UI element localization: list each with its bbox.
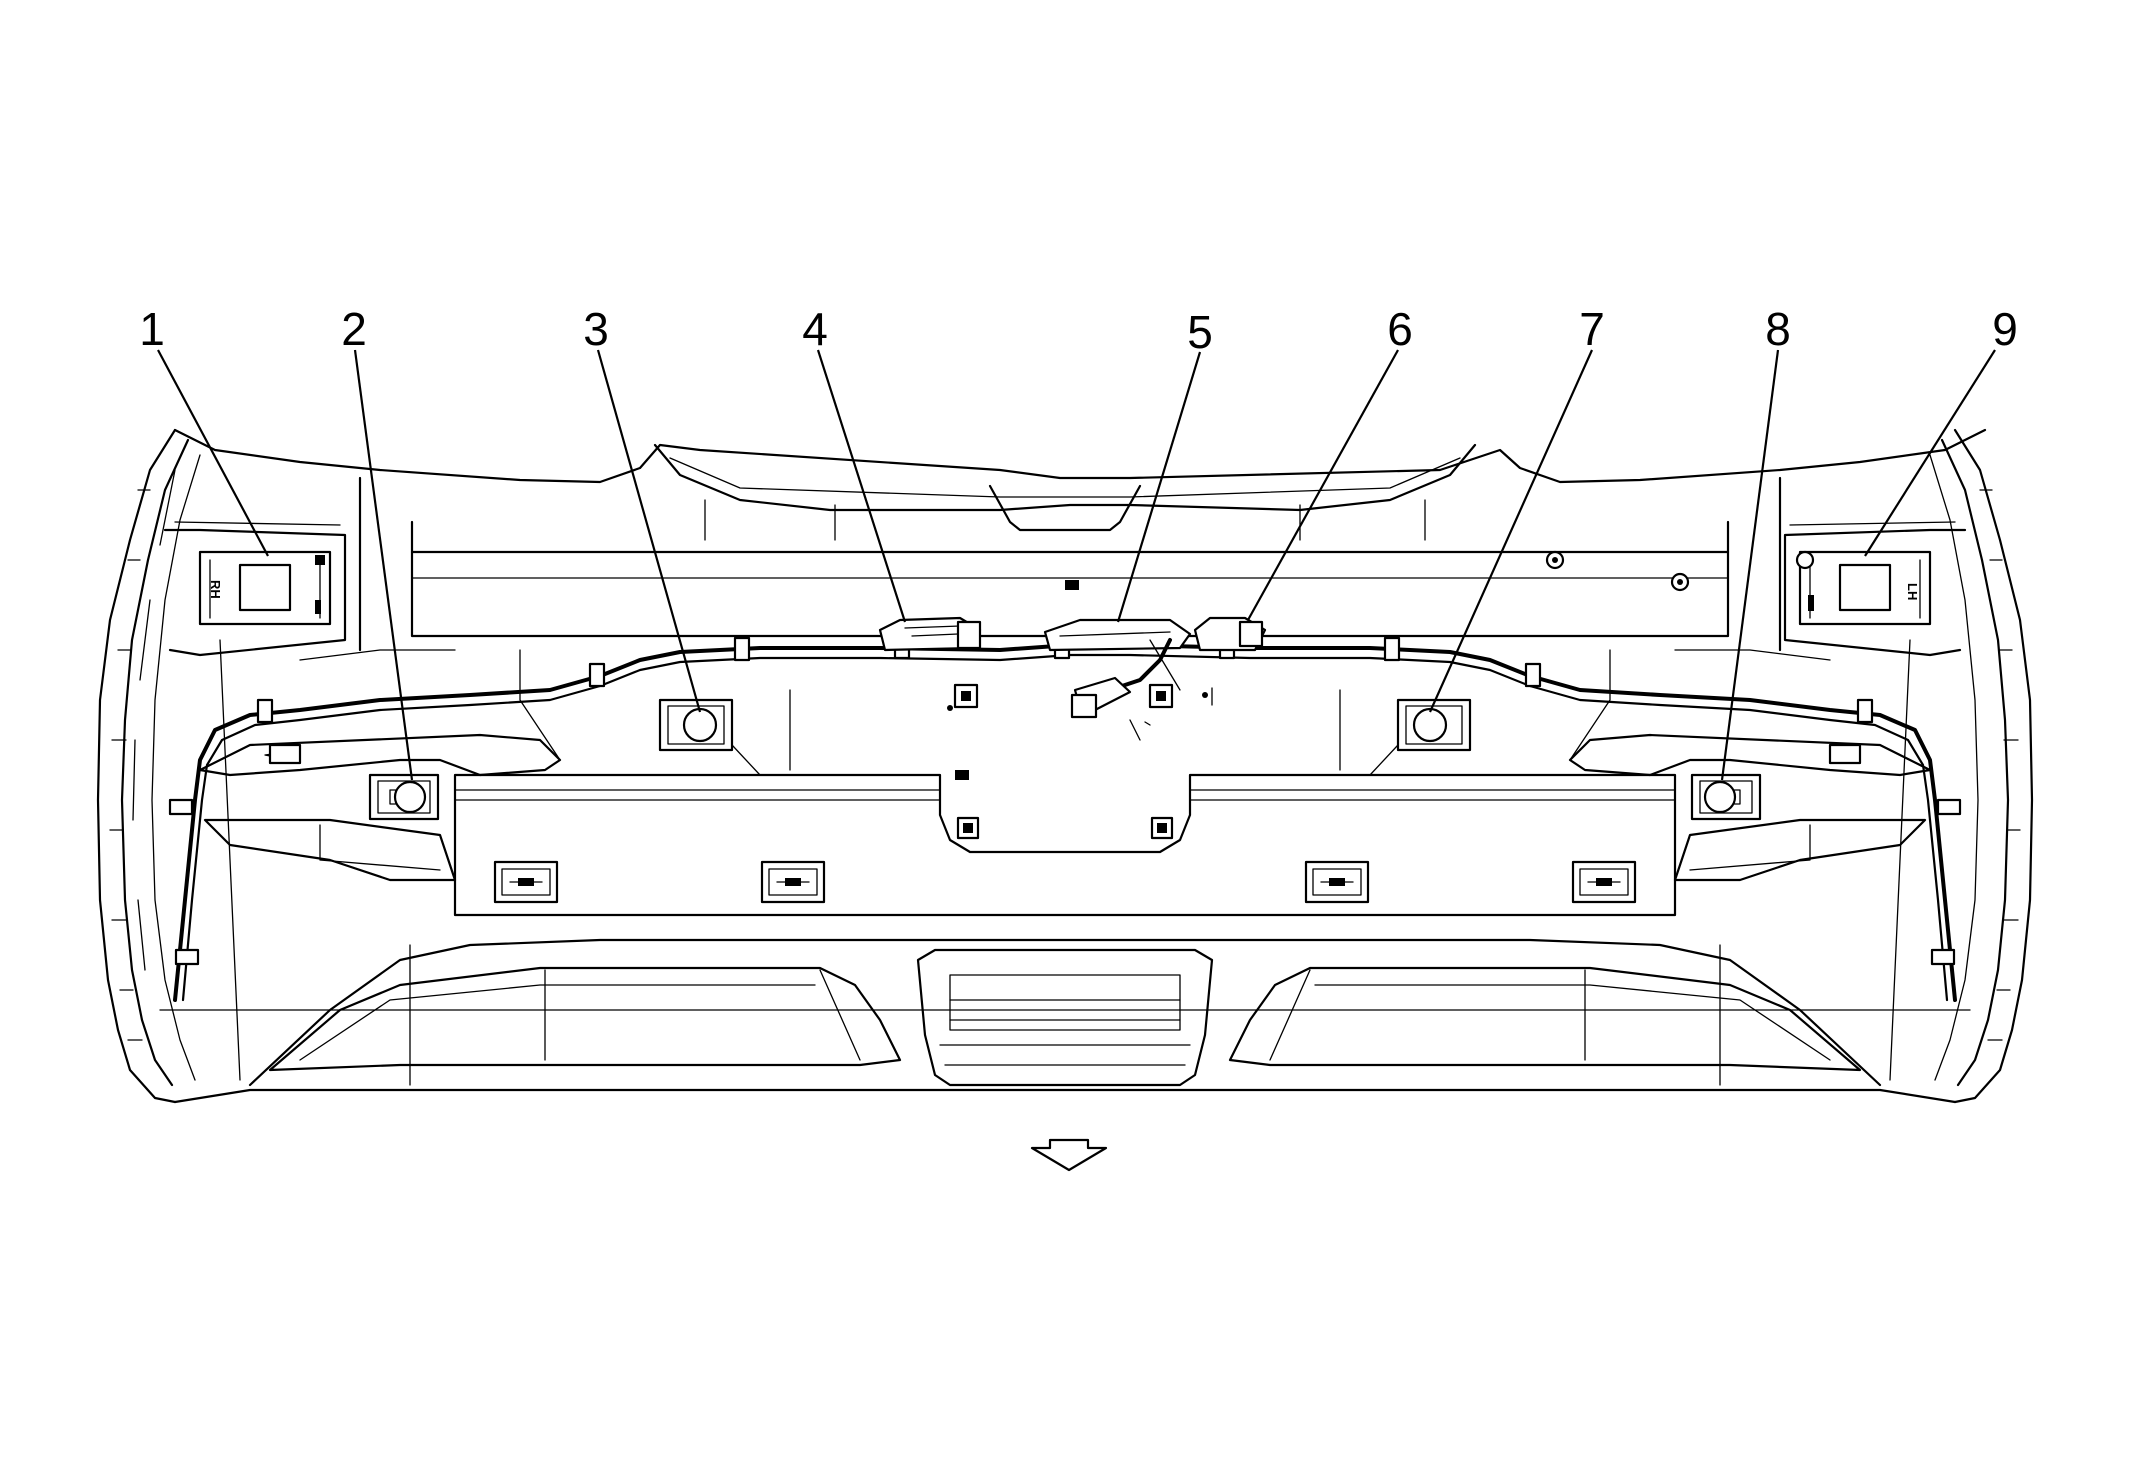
- plate-slot-1: [493, 860, 559, 904]
- park-assist-sensors: [368, 698, 1762, 821]
- callout-1: 1: [139, 303, 165, 355]
- sensor-8: [1690, 773, 1762, 821]
- lower-diffuser: [248, 938, 1882, 1087]
- plate-slot-3: [1304, 860, 1370, 904]
- plate-slot-2: [760, 860, 826, 904]
- callout-9: 9: [1992, 303, 2018, 355]
- wiring-harness: [168, 616, 1962, 1002]
- rh-label: RH: [208, 580, 223, 599]
- sensor-2: [368, 773, 440, 821]
- sensor-3: [658, 698, 761, 776]
- plate-slot-4: [1571, 860, 1637, 904]
- callout-6: 6: [1387, 303, 1413, 355]
- arrow-down-icon: [1030, 1138, 1108, 1172]
- left-corner-assembly: RH: [163, 521, 562, 882]
- callout-4: 4: [802, 303, 828, 355]
- bumper-fascia: [96, 428, 2034, 1104]
- callout-8: 8: [1765, 303, 1791, 355]
- leader-lines: [157, 349, 1996, 781]
- callout-labels: 1 2 3 4 5 6 7 8 9: [139, 303, 2018, 358]
- sensor-7: [1369, 698, 1472, 776]
- callout-7: 7: [1579, 303, 1605, 355]
- center-panel: [453, 550, 1690, 917]
- callout-5: 5: [1187, 306, 1213, 358]
- lh-label: LH: [1905, 583, 1920, 600]
- right-corner-assembly: LH: [1568, 521, 1967, 882]
- callout-2: 2: [341, 303, 367, 355]
- callout-3: 3: [583, 303, 609, 355]
